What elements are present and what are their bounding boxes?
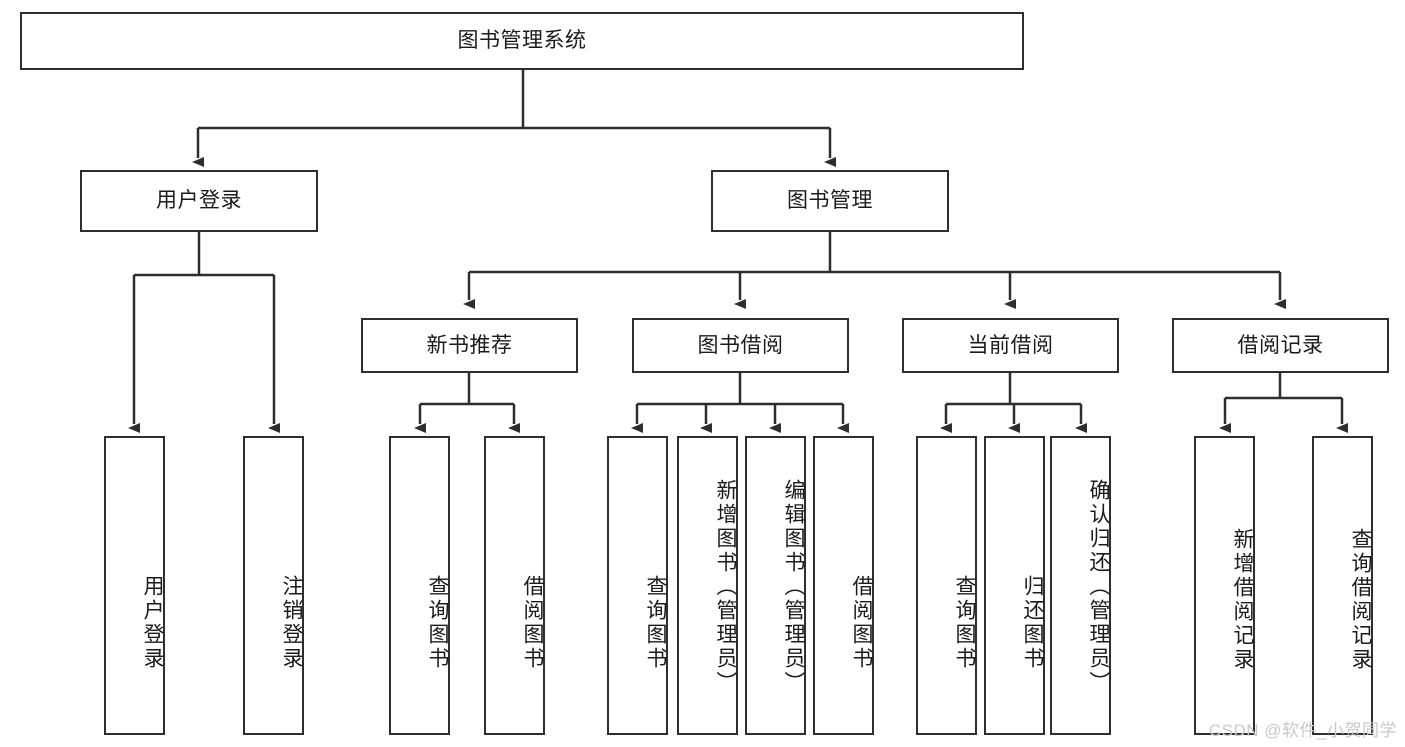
leaf-record-add[interactable]: 新增借阅记录 — [1194, 436, 1255, 735]
node-label: 确认归还（管理员） — [1087, 478, 1110, 695]
node-user-login[interactable]: 用户登录 — [80, 170, 318, 232]
leaf-borrow-query-book[interactable]: 查询图书 — [607, 436, 668, 735]
leaf-current-confirm-return[interactable]: 确认归还（管理员） — [1050, 436, 1111, 735]
watermark: CSDN @软件_小贺同学 — [1208, 721, 1397, 740]
node-label: 查询图书 — [644, 574, 667, 671]
node-label: 注销登录 — [280, 574, 303, 671]
node-label: 查询图书 — [953, 574, 976, 671]
leaf-user-login-signin[interactable]: 用户登录 — [104, 436, 165, 735]
node-label: 当前借阅 — [967, 333, 1054, 357]
node-label: 新书推荐 — [426, 333, 513, 357]
leaf-borrow-add-book[interactable]: 新增图书（管理员） — [677, 436, 738, 735]
node-label: 借阅图书 — [850, 574, 873, 671]
node-label: 用户登录 — [141, 574, 164, 671]
node-label: 图书借阅 — [697, 333, 784, 357]
node-book-borrow[interactable]: 图书借阅 — [632, 318, 849, 373]
node-book-management[interactable]: 图书管理 — [711, 170, 949, 232]
leaf-current-query-book[interactable]: 查询图书 — [916, 436, 977, 735]
leaf-user-login-signout[interactable]: 注销登录 — [243, 436, 304, 735]
node-label: 新增借阅记录 — [1231, 527, 1254, 672]
node-label: 编辑图书（管理员） — [782, 478, 805, 695]
node-label: 图书管理系统 — [457, 29, 587, 53]
node-label: 用户登录 — [156, 189, 242, 213]
node-label: 查询借阅记录 — [1349, 527, 1372, 672]
node-borrow-record[interactable]: 借阅记录 — [1172, 318, 1389, 373]
node-current-borrow[interactable]: 当前借阅 — [902, 318, 1119, 373]
leaf-current-return-book[interactable]: 归还图书 — [984, 436, 1045, 735]
node-new-book-recommend[interactable]: 新书推荐 — [361, 318, 578, 373]
node-label: 新增图书（管理员） — [714, 478, 737, 695]
node-label: 借阅图书 — [521, 574, 544, 671]
leaf-borrow-borrow-book[interactable]: 借阅图书 — [813, 436, 874, 735]
node-label: 查询图书 — [426, 574, 449, 671]
node-root-system[interactable]: 图书管理系统 — [20, 12, 1024, 70]
node-label: 归还图书 — [1021, 574, 1044, 671]
leaf-record-query[interactable]: 查询借阅记录 — [1312, 436, 1373, 735]
leaf-new-book-query[interactable]: 查询图书 — [389, 436, 450, 735]
node-label: 图书管理 — [787, 189, 873, 213]
node-label: 借阅记录 — [1237, 333, 1324, 357]
leaf-new-book-borrow[interactable]: 借阅图书 — [484, 436, 545, 735]
leaf-borrow-edit-book[interactable]: 编辑图书（管理员） — [745, 436, 806, 735]
